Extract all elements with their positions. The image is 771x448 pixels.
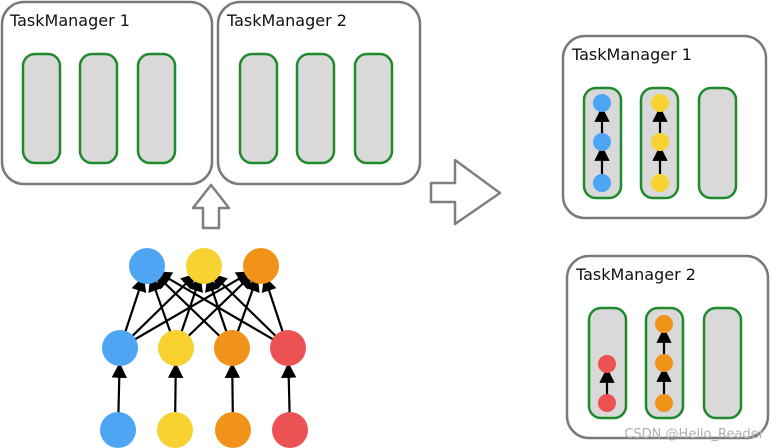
task-node-orange (214, 330, 250, 366)
left-taskmanager-1: TaskManager 1 (0, 0, 214, 186)
task-slot (21, 52, 62, 165)
task-node-orange (243, 248, 279, 284)
task-slot (697, 86, 738, 200)
subtask-red (598, 394, 616, 412)
task-slot (702, 306, 743, 420)
right-taskmanager-2: TaskManager 2 (565, 254, 770, 440)
up-arrow-icon (191, 183, 231, 230)
right-taskmanager-1: TaskManager 1 (561, 34, 768, 220)
task-node-blue (102, 330, 138, 366)
taskmanager-title: TaskManager 2 (575, 265, 696, 284)
subtask-blue (593, 94, 611, 112)
task-node-yellow (186, 248, 222, 284)
job-graph-nodes (100, 248, 308, 448)
task-node-blue (100, 412, 136, 448)
task-slot (78, 52, 119, 165)
task-slot (238, 52, 279, 165)
taskmanager-title: TaskManager 1 (9, 11, 130, 30)
subtask-orange (655, 354, 673, 372)
task-slot (353, 52, 394, 165)
task-slot (295, 52, 336, 165)
task-node-blue (129, 248, 165, 284)
subtask-blue (593, 174, 611, 192)
subtask-orange (655, 315, 673, 333)
task-node-yellow (157, 412, 193, 448)
watermark: CSDN @Hello_Reader (624, 427, 764, 442)
taskmanager-title: TaskManager 2 (226, 11, 347, 30)
subtask-orange (655, 394, 673, 412)
subtask-blue (593, 133, 611, 151)
task-slot (136, 52, 177, 165)
edge-arrow (156, 271, 289, 349)
subtask-red (598, 355, 616, 373)
left-taskmanager-2: TaskManager 2 (216, 0, 422, 186)
right-arrow-icon (429, 158, 502, 226)
edge-arrow (119, 271, 252, 349)
job-graph-edges (111, 271, 297, 431)
task-node-red (272, 412, 308, 448)
subtask-yellow (651, 133, 669, 151)
task-node-yellow (158, 330, 194, 366)
subtask-yellow (651, 94, 669, 112)
slot-subtasks (593, 94, 673, 412)
subtask-yellow (651, 174, 669, 192)
task-node-red (270, 330, 306, 366)
task-node-orange (215, 412, 251, 448)
taskmanager-title: TaskManager 1 (571, 45, 692, 64)
